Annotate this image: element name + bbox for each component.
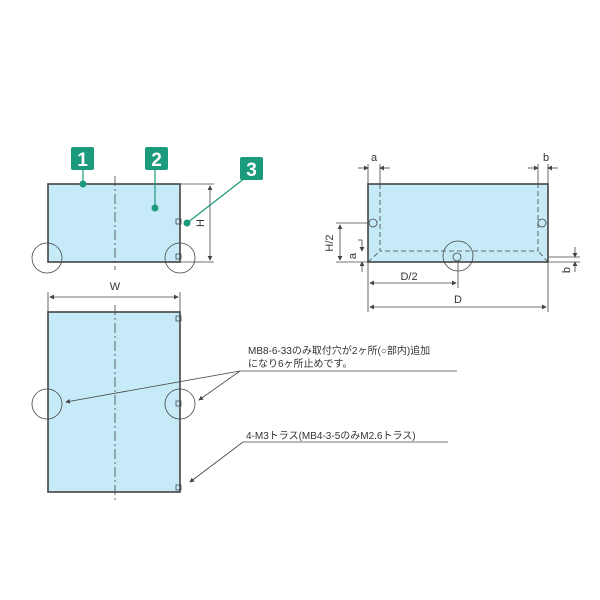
side-view <box>336 164 580 312</box>
dim-a-top: a <box>371 152 378 164</box>
badge-3: 3 <box>240 157 263 181</box>
top-view <box>31 170 246 312</box>
badge-1: 1 <box>71 147 94 171</box>
note-2: 4-M3トラス(MB4-3-5のみM2.6トラス) <box>246 430 416 442</box>
callout-dot-1 <box>79 180 87 188</box>
callout-dot-2 <box>151 204 159 212</box>
front-view <box>31 305 457 500</box>
note-1-line-1: MB8-6-33のみ取付穴が2ヶ所(○部内)追加 <box>248 344 430 357</box>
callout-dot-3 <box>183 219 191 227</box>
dim-a-side: a <box>347 252 359 259</box>
note-1-line-2: になり6ヶ所止めです。 <box>248 358 353 370</box>
dim-b-side: b <box>561 267 573 273</box>
dim-W: W <box>110 281 121 293</box>
svg-text:1: 1 <box>77 150 88 171</box>
badge-2: 2 <box>145 147 168 171</box>
dim-H-half: H/2 <box>324 234 336 251</box>
dim-D-half: D/2 <box>400 271 417 283</box>
dim-b-top: b <box>543 152 549 164</box>
dim-H: H <box>195 219 207 227</box>
svg-text:2: 2 <box>151 150 162 171</box>
dim-D: D <box>454 294 462 306</box>
svg-text:3: 3 <box>246 160 257 181</box>
